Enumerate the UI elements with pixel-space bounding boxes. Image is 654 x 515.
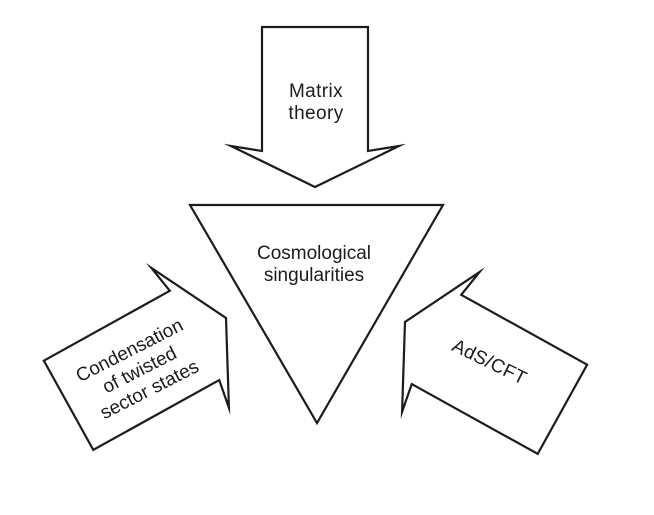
cosmological-singularities-label: Cosmological singularities	[257, 243, 371, 287]
cosmological-singularities-label-line: Cosmological	[256, 243, 372, 264]
condensation-arrow	[42, 262, 231, 452]
matrix-theory-label-line: theory	[288, 103, 344, 124]
matrix-theory-label: Matrix theory	[288, 81, 343, 125]
matrix-theory-arrow	[223, 25, 407, 189]
condensation-arrow-group	[42, 262, 231, 452]
ads-cft-arrow	[400, 266, 589, 456]
cosmological-singularities-label-line: singularities	[263, 265, 365, 286]
matrix-theory-label-line: Matrix	[288, 81, 344, 102]
cosmological-singularities-triangle	[188, 203, 445, 426]
ads-cft-arrow-group	[400, 266, 589, 456]
